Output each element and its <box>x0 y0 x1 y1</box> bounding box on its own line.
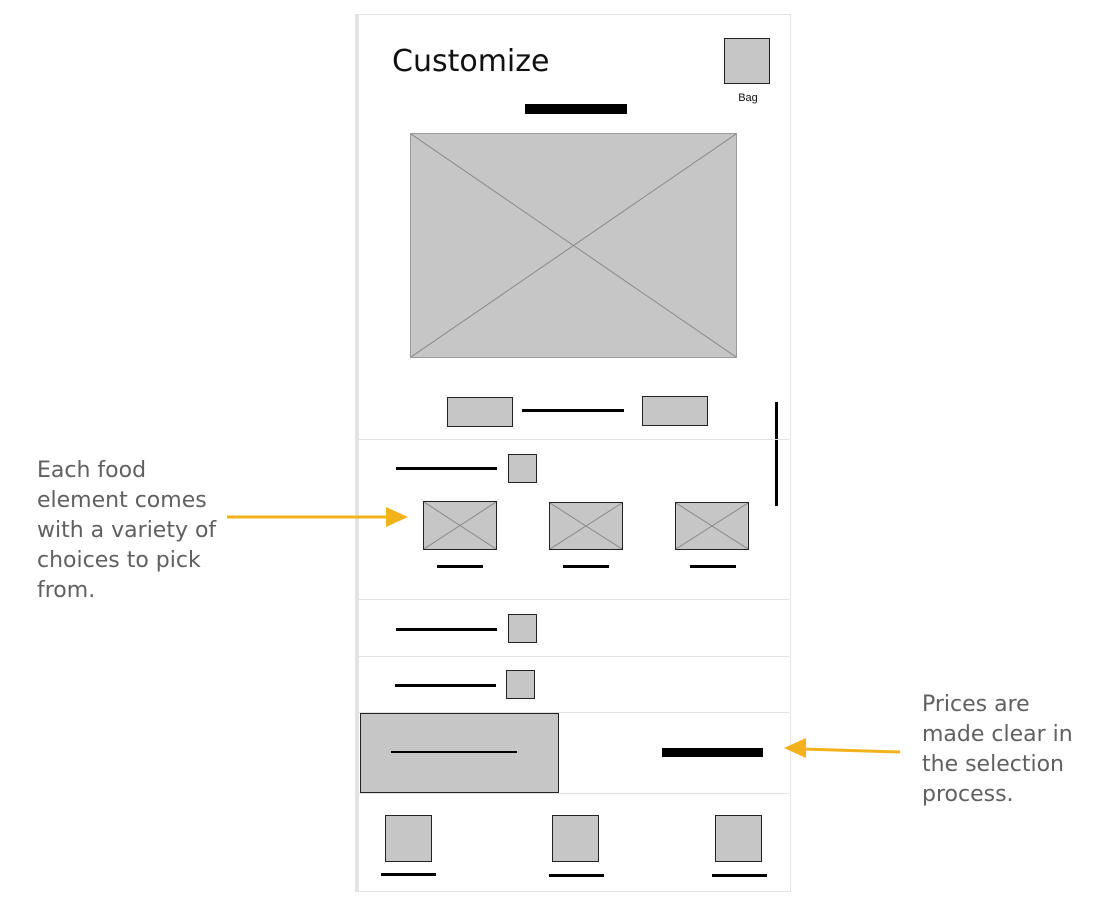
nav-icon-1[interactable] <box>385 815 432 862</box>
section-divider <box>359 439 789 440</box>
nav-icon-2[interactable] <box>552 815 599 862</box>
page-title: Customize <box>392 44 550 79</box>
section-toggle-button[interactable] <box>508 454 537 483</box>
quantity-value-bar <box>522 409 624 412</box>
choice-image-3[interactable] <box>675 502 749 550</box>
section-divider <box>359 599 789 600</box>
section-toggle-button[interactable] <box>506 670 535 699</box>
bag-icon[interactable] <box>724 38 770 84</box>
hero-image-placeholder <box>410 133 737 358</box>
annotation-choices: Each food element comes with a variety o… <box>37 458 217 603</box>
section-title-bar <box>395 684 496 687</box>
annotation-prices: Prices are made clear in the selection p… <box>922 692 1073 807</box>
section-divider <box>359 793 789 794</box>
add-to-bag-label-bar <box>391 751 517 753</box>
nav-icon-3[interactable] <box>715 815 762 862</box>
section-divider <box>359 656 789 657</box>
nav-label-bar-1 <box>381 873 436 876</box>
add-to-bag-button[interactable] <box>360 713 559 793</box>
bag-label: Bag <box>738 92 758 104</box>
quantity-decrease-button[interactable] <box>447 397 513 427</box>
choice-label-bar-2 <box>563 565 609 568</box>
section-toggle-button[interactable] <box>508 614 537 643</box>
arrow-to-price <box>784 738 901 758</box>
price-bar <box>662 748 763 757</box>
section-title-bar <box>396 467 497 470</box>
quantity-increase-button[interactable] <box>642 396 708 426</box>
choice-image-2[interactable] <box>549 502 623 550</box>
choice-label-bar-3 <box>690 565 736 568</box>
choice-image-1[interactable] <box>423 501 497 550</box>
product-name-bar <box>525 104 627 114</box>
section-title-bar <box>396 628 497 631</box>
section-divider <box>359 712 789 713</box>
nav-label-bar-3 <box>712 874 767 877</box>
scrollbar[interactable] <box>775 402 778 506</box>
choice-label-bar-1 <box>437 565 483 568</box>
nav-label-bar-2 <box>549 874 604 877</box>
